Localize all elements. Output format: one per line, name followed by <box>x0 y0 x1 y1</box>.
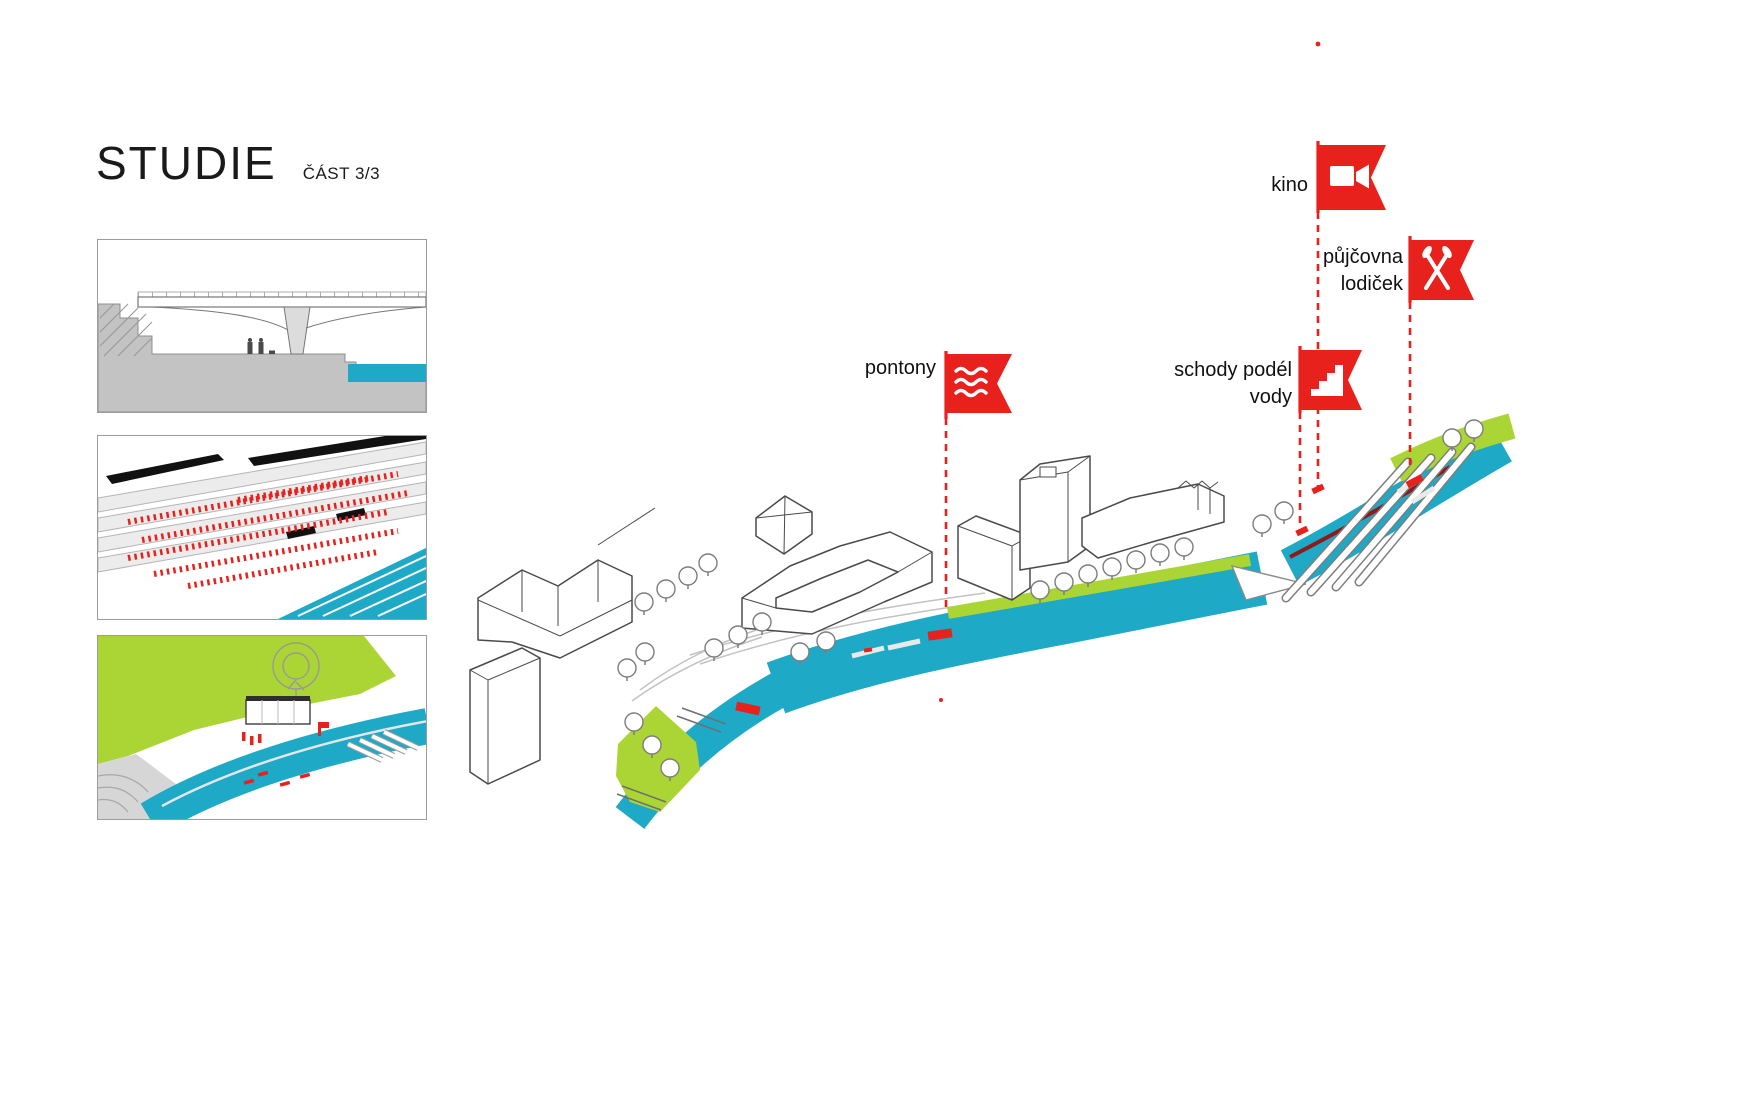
waves-icon <box>954 366 988 398</box>
red-dot-lower <box>939 698 943 702</box>
pontoon-docks <box>735 474 1436 716</box>
boat-piers <box>346 729 420 763</box>
dock-marker <box>735 701 761 716</box>
stage-structures <box>106 436 426 539</box>
pavilion <box>245 696 311 725</box>
amphitheater-drawing <box>98 436 426 619</box>
red-figures <box>242 722 329 745</box>
stairs-icon <box>1311 365 1343 396</box>
bridge-deck <box>137 291 426 355</box>
label-pontony: pontony <box>864 357 936 379</box>
boat-park-drawing <box>98 636 426 819</box>
water-band <box>140 708 426 819</box>
bridge-section-drawing <box>98 291 426 412</box>
people-figures <box>247 338 275 354</box>
promenade-wedge <box>1230 564 1307 601</box>
crossed-paddles-icon <box>1422 245 1452 290</box>
water-striped <box>278 548 426 619</box>
boat-rental-marker <box>1405 474 1424 489</box>
page-subtitle: ČÁST 3/3 <box>302 164 381 183</box>
pontoon-marker <box>927 628 953 641</box>
label-pujcovna-lodicek: půjčovna lodiček <box>1322 246 1403 295</box>
red-dot-top <box>1315 41 1321 47</box>
thumbnail-amphitheater-steps <box>97 435 427 620</box>
channel-footbridges <box>616 707 727 811</box>
video-camera-icon <box>1330 164 1369 189</box>
water-section <box>348 364 426 382</box>
buildings <box>469 455 1225 785</box>
label-kino: kino <box>1271 174 1308 196</box>
header: STUDIE ČÁST 3/3 <box>96 136 380 190</box>
thumbnail-bridge-section <box>97 239 427 413</box>
thumbnail-boat-rental-park <box>97 635 427 820</box>
kayaks <box>243 770 311 787</box>
page-title: STUDIE <box>96 137 277 189</box>
flag-annotations <box>939 41 1474 702</box>
crowd-figures <box>127 471 409 589</box>
tree-sketch <box>272 642 320 706</box>
label-schody-podel-vody: schody podél vody <box>1174 359 1292 408</box>
